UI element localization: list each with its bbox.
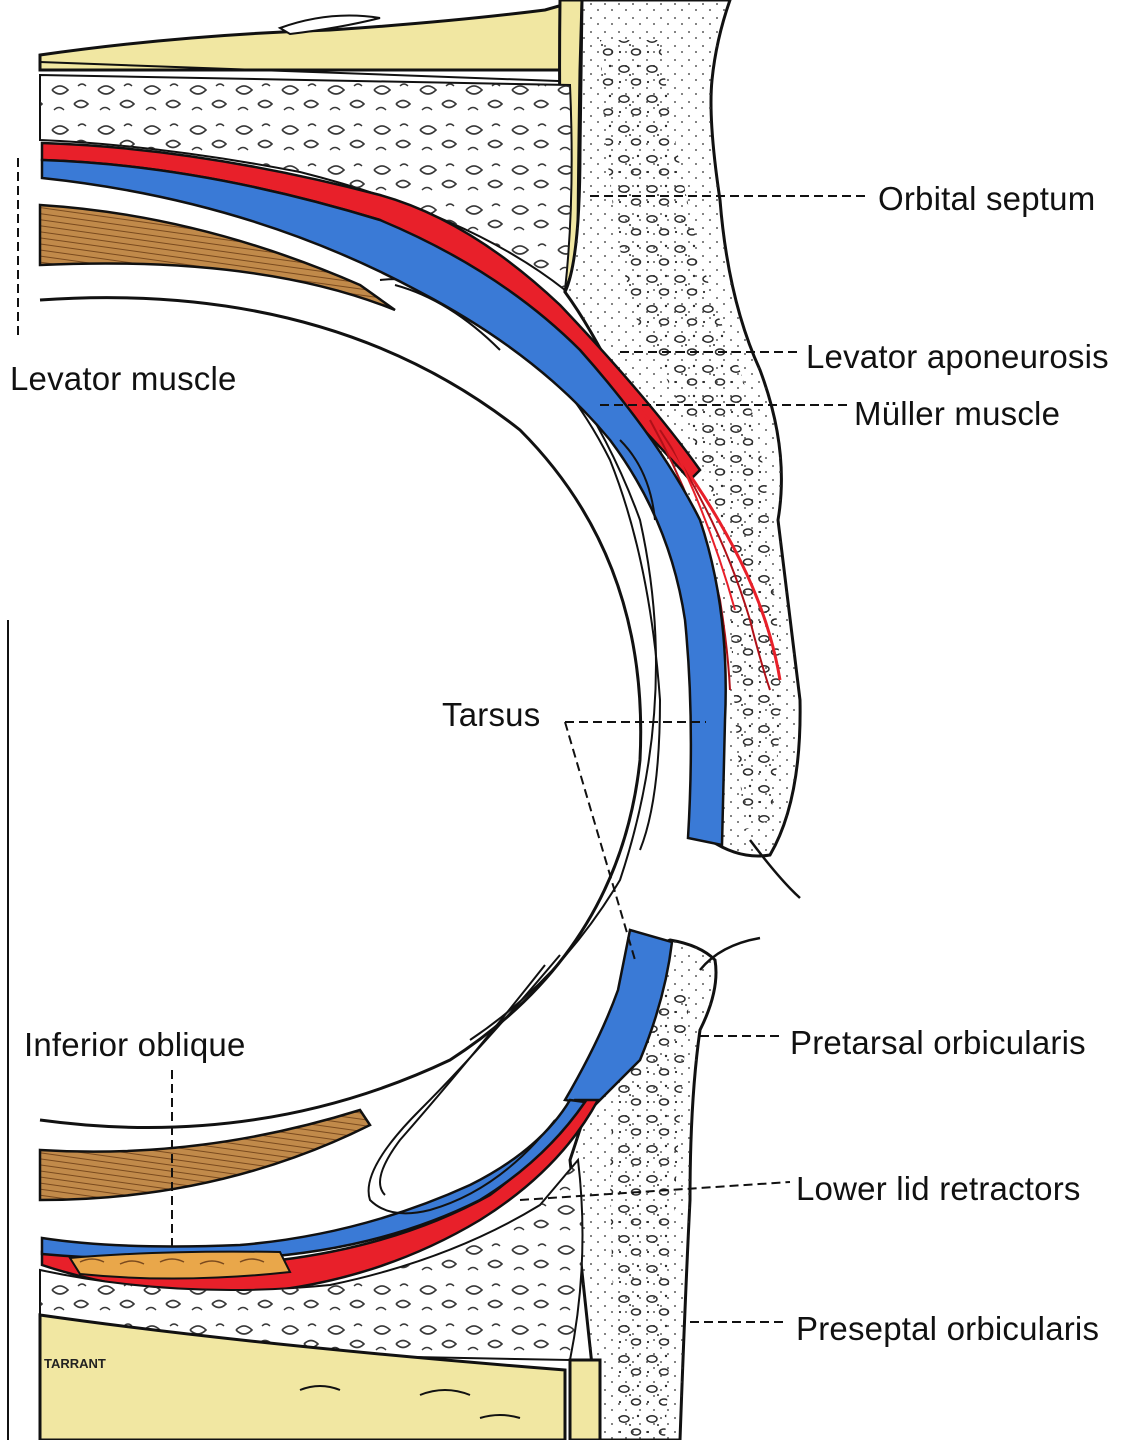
label-muller-muscle: Müller muscle xyxy=(854,395,1060,432)
artist-signature: TARRANT xyxy=(44,1356,106,1371)
label-levator-muscle: Levator muscle xyxy=(10,360,237,397)
label-preseptal-orbicularis: Preseptal orbicularis xyxy=(796,1310,1099,1347)
label-pretarsal-orbicularis: Pretarsal orbicularis xyxy=(790,1024,1086,1061)
label-levator-aponeurosis: Levator aponeurosis xyxy=(806,338,1109,375)
label-inferior-oblique: Inferior oblique xyxy=(24,1026,246,1063)
upper-orbital-bone xyxy=(40,0,585,82)
label-lower-lid-retractors: Lower lid retractors xyxy=(796,1170,1081,1207)
inferior-orbital-fat-pad xyxy=(70,1252,290,1279)
label-orbital-septum: Orbital septum xyxy=(878,180,1095,217)
label-tarsus: Tarsus xyxy=(442,696,540,733)
